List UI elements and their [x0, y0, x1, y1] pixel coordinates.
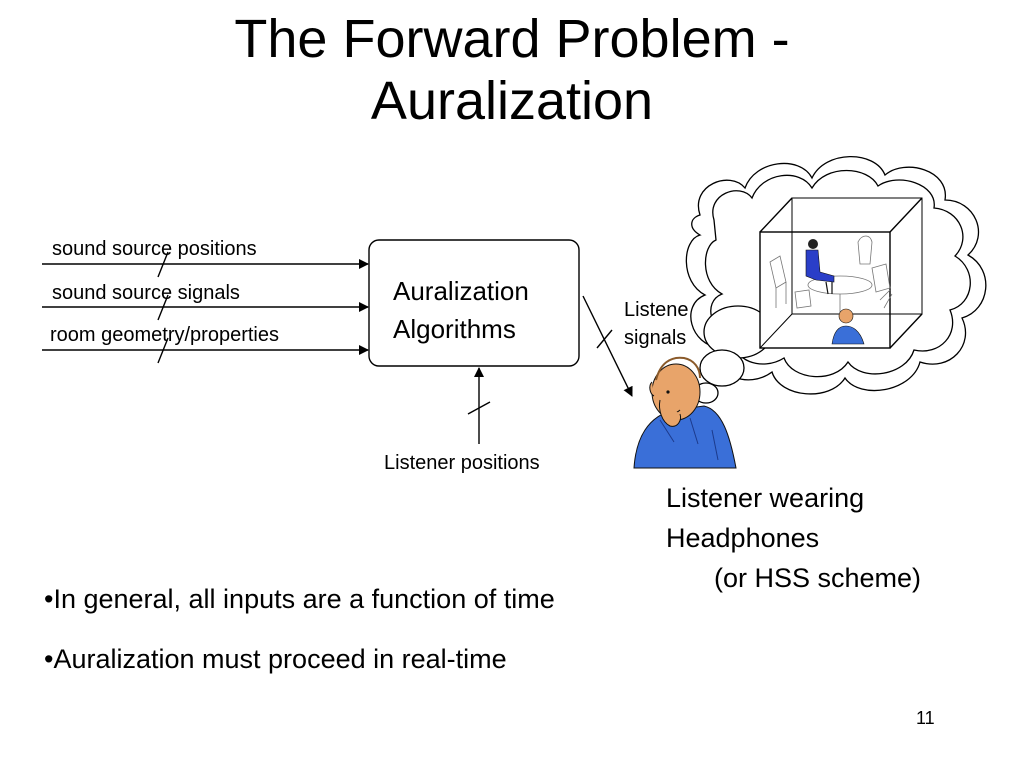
- input-label-signals: sound source signals: [52, 282, 240, 304]
- room-cube-icon: [759, 197, 923, 349]
- listener-caption: Listener wearing Headphones (or HSS sche…: [666, 478, 921, 598]
- input-arrows: [42, 251, 369, 364]
- seated-person-icon: [805, 239, 835, 295]
- algorithm-box-line-1: Auralization: [393, 276, 529, 306]
- algorithm-box-line-2: Algorithms: [393, 314, 516, 344]
- input-tick-2: [157, 294, 169, 321]
- caption-line-1: Listener wearing: [666, 483, 865, 513]
- listener-positions-label: Listener positions: [384, 452, 540, 474]
- small-listener-icon: [831, 308, 865, 345]
- bullet-2: •Auralization must proceed in real-time: [44, 644, 507, 674]
- output-tick: [596, 329, 613, 349]
- thought-bubble-medium: [699, 349, 745, 387]
- page-number: 11: [916, 708, 935, 728]
- slide-title: The Forward Problem - Auralization: [0, 8, 1024, 132]
- input-tick-3: [157, 337, 169, 364]
- output-label: Listene signals: [624, 296, 708, 352]
- thinking-man-icon: [633, 356, 737, 469]
- bullet-1: •In general, all inputs are a function o…: [44, 584, 555, 614]
- title-line-1: The Forward Problem -: [234, 9, 790, 69]
- listener-positions-tick: [467, 401, 491, 415]
- output-label-line-1: Listene: [624, 299, 689, 321]
- input-tick-1: [157, 251, 169, 278]
- output-arrow: [582, 295, 633, 397]
- caption-line-2: Headphones: [666, 523, 820, 553]
- algorithm-box: [368, 239, 580, 367]
- title-line-2: Auralization: [370, 71, 654, 131]
- output-label-line-2: signals: [624, 327, 687, 349]
- algorithm-box-label: Auralization Algorithms: [393, 272, 529, 348]
- input-label-positions: sound source positions: [52, 238, 257, 260]
- caption-line-3: (or HSS scheme): [714, 563, 922, 593]
- input-label-room: room geometry/properties: [50, 324, 279, 346]
